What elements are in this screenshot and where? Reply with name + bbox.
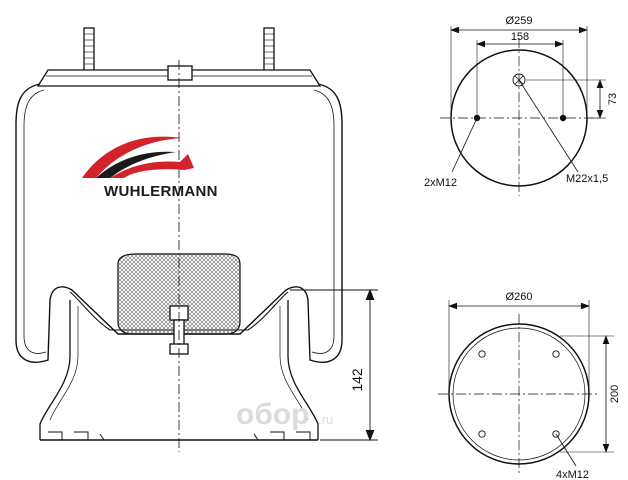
air-spring-side-view	[15, 27, 343, 441]
height-dimension	[290, 288, 378, 442]
lower-diameter-label: Ø260	[506, 291, 533, 303]
brand-name: WUHLERMANN	[104, 183, 218, 200]
upper-offset-label: 73	[607, 93, 619, 105]
watermark-suffix: .ru	[318, 412, 333, 427]
air-inlet-hole	[512, 73, 526, 87]
upper-bolts-callout: 2xM12	[424, 177, 457, 189]
top-view-lower	[438, 300, 614, 474]
mounting-stud-right	[263, 27, 275, 75]
upper-air-inlet-callout: M22x1,5	[566, 173, 608, 185]
logo-swoosh-3	[110, 154, 194, 178]
bolt-hole	[478, 430, 486, 438]
upper-diameter-label: Ø259	[506, 15, 533, 27]
height-label: 142	[349, 368, 365, 392]
bolt-hole	[552, 350, 560, 358]
logo-swoosh-2	[96, 151, 176, 178]
air-inlet-boss	[167, 65, 193, 81]
upper-bolt-spacing-label: 158	[511, 31, 529, 43]
bolt-hole	[552, 430, 560, 438]
bolt-hole	[559, 114, 567, 122]
top-view-upper	[440, 26, 606, 196]
watermark: oбop .ru	[236, 398, 333, 431]
lower-bolt-spacing-label: 200	[609, 385, 621, 403]
piston-skirt	[39, 300, 319, 440]
mounting-stud-left	[83, 27, 95, 75]
lower-bolts-callout: 4xM12	[556, 469, 589, 480]
watermark-text: oбop	[236, 398, 310, 431]
brand-logo: WUHLERMANN	[82, 136, 218, 200]
logo-swoosh-1	[82, 136, 182, 178]
bolt-hole	[478, 350, 486, 358]
